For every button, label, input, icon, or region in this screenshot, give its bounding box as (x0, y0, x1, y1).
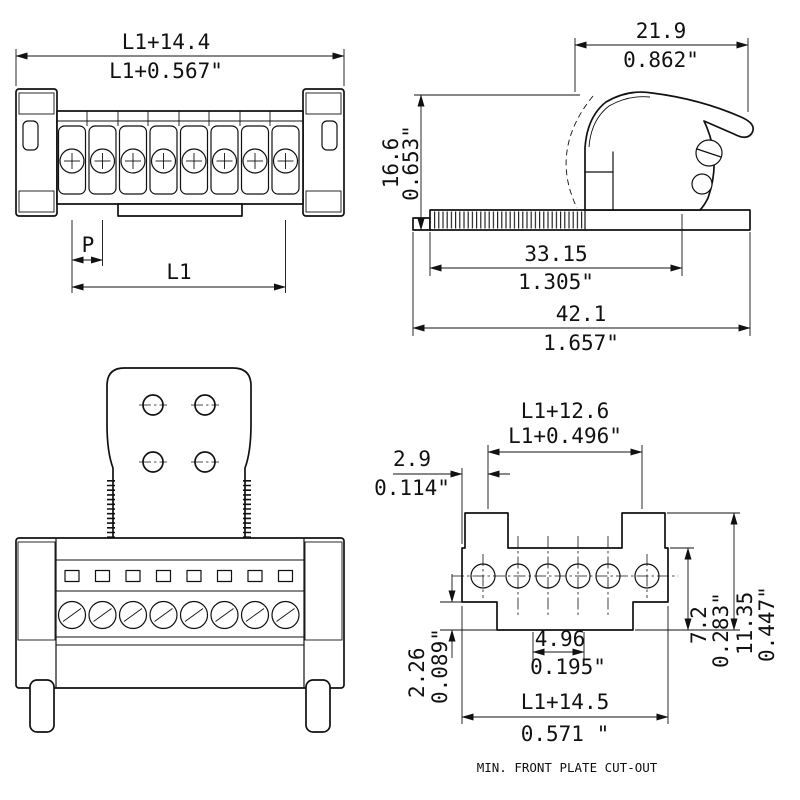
cutout-view: L1+12.6 L1+0.496" 2.9 0.114" 4.96 0.195"… (374, 399, 779, 775)
lever-pivot (691, 173, 713, 195)
dim-depth-mm: 7.2 (687, 606, 711, 644)
terminal-screw (57, 600, 87, 630)
end-clamp-left (15, 88, 58, 217)
front-view: L1+14.4 L1+0.567" P L1 (15, 30, 345, 293)
wire-entry (186, 569, 202, 583)
wire-strap (105, 367, 253, 561)
lever-grip-edge (588, 96, 651, 148)
terminal-screw (149, 125, 178, 195)
dim-cutout-edge-offset: 2.9 0.114" (374, 447, 510, 544)
dim-front-width-in: L1+0.567" (109, 59, 223, 83)
dim-offset-in: 0.114" (374, 476, 450, 500)
base-tab (412, 217, 431, 231)
dim-notch-in: 0.089" (428, 628, 452, 704)
dim-height-in: 0.447" (755, 586, 779, 662)
clamp-lever (584, 91, 755, 211)
dim-cutout-outer-width: L1+14.5 0.571 " (461, 606, 669, 746)
mounting-foot (305, 679, 331, 733)
cutout-outline (461, 512, 669, 631)
dim-side-height-in: 0.653" (399, 125, 423, 201)
dim-front-overall-width: L1+14.4 L1+0.567" (15, 30, 345, 86)
clamp-serration (305, 92, 342, 115)
dim-side-inner: 33.15 1.305" (429, 214, 683, 294)
base-serration (432, 211, 584, 229)
terminal-screw (179, 600, 209, 630)
screw-slot (696, 148, 722, 158)
clamp-serration (304, 541, 343, 641)
dim-pitch-label: P (82, 233, 95, 257)
dim-front-pitch: P (71, 220, 103, 293)
dim-side-depth: 21.9 0.862" (574, 19, 749, 112)
terminal-screw (57, 125, 87, 195)
side-view: 21.9 0.862" 16.6 0.653" 33.15 1.305" 42.… (379, 19, 755, 355)
clamp-window (22, 120, 39, 151)
dim-notch-mm: 2.26 (405, 647, 429, 698)
terminal-screw (210, 125, 239, 195)
wire-entry (216, 569, 233, 583)
dim-side-total-in: 1.657" (543, 331, 619, 355)
dim-depth-in: 0.283" (709, 592, 733, 668)
terminal-screw (88, 125, 117, 195)
mounting-foot (29, 679, 55, 733)
dim-side-total-mm: 42.1 (556, 302, 607, 326)
dim-side-total: 42.1 1.657" (412, 232, 751, 355)
terminal-screw (149, 600, 178, 630)
terminal-screw (271, 600, 300, 630)
dim-side-depth-in: 0.862" (623, 48, 699, 72)
terminal-screw (271, 125, 300, 195)
clamp-serration (18, 190, 55, 213)
clamp-window (321, 120, 338, 151)
clamp-serration (17, 541, 56, 641)
wire-entry (94, 569, 111, 583)
dim-cutout-inner-in: L1+0.496" (508, 424, 622, 448)
terminal-screw (210, 600, 239, 630)
dim-offset-mm: 2.9 (393, 447, 431, 471)
dim-cutout-depth: 7.2 0.283" (635, 547, 740, 668)
dim-center-mm: 4.96 (535, 627, 586, 651)
wire-entry (155, 569, 172, 583)
wire-entry (64, 569, 80, 583)
end-clamp-right (302, 88, 345, 217)
terminal-screw (240, 125, 270, 195)
wire-entry (277, 569, 294, 583)
dim-side-inner-in: 1.305" (518, 270, 594, 294)
dim-outer-mm: L1+14.5 (521, 690, 610, 714)
dim-cutout-inner-width: L1+12.6 L1+0.496" (487, 399, 643, 509)
dim-cutout-inner-mm: L1+12.6 (521, 399, 610, 423)
clamp-serration (18, 92, 55, 115)
plan-view (15, 367, 345, 733)
terminal-screw (118, 600, 148, 630)
terminal-screw (88, 600, 117, 630)
wire-entry (247, 569, 263, 583)
dim-front-l1: L1 (71, 220, 286, 293)
dim-side-inner-mm: 33.15 (524, 242, 587, 266)
bottom-plate (117, 203, 243, 217)
clamp-serration (305, 190, 342, 213)
dim-cutout-total-height: 11.35 0.447" (667, 512, 779, 662)
wire-entry (125, 569, 141, 583)
dim-center-in: 0.195" (530, 655, 606, 679)
terminal-screw (179, 125, 209, 195)
terminal-screw (118, 125, 148, 195)
dim-cutout-notch-height: 2.26 0.089" (405, 574, 497, 704)
dim-side-height: 16.6 0.653" (379, 94, 580, 231)
dim-front-width-mm: L1+14.4 (122, 30, 211, 54)
dim-side-depth-mm: 21.9 (636, 19, 687, 43)
dim-l1-label: L1 (166, 260, 191, 284)
dim-height-mm: 11.35 (733, 592, 757, 655)
cutout-caption: MIN. FRONT PLATE CUT-OUT (477, 760, 658, 775)
dim-outer-in: 0.571 " (521, 722, 610, 746)
lever-swing-arc (565, 95, 594, 209)
terminal-screw (240, 600, 270, 630)
dim-side-height-mm: 16.6 (379, 138, 403, 189)
dim-cutout-center: 4.96 0.195" (530, 627, 606, 679)
